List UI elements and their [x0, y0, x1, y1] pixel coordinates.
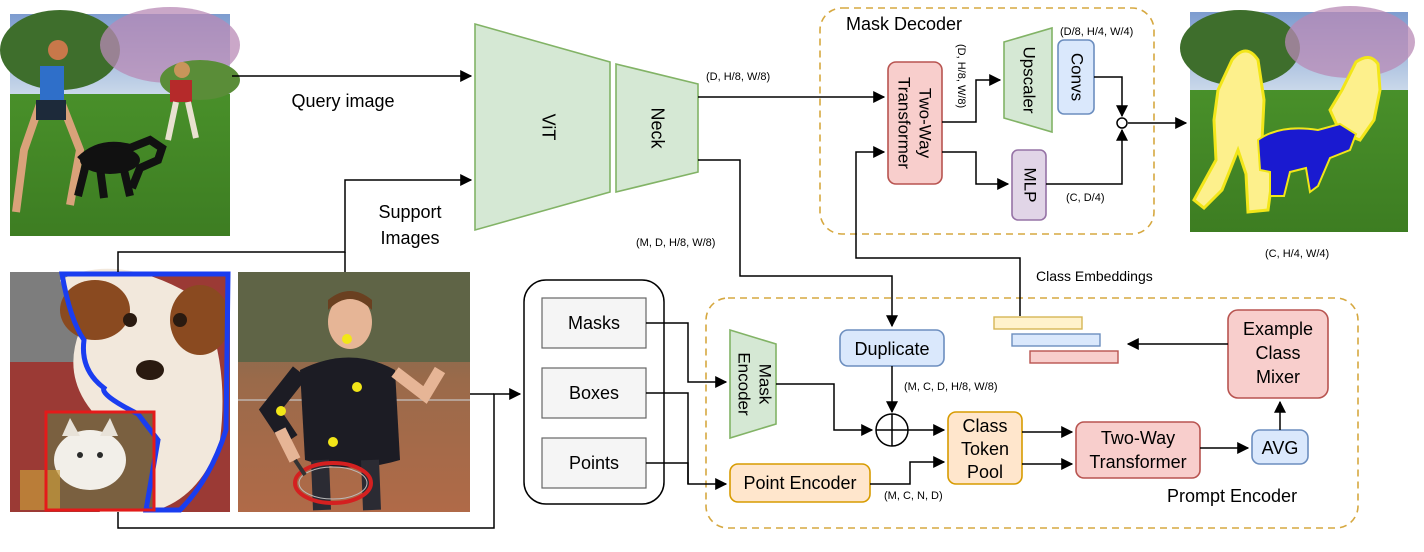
neck-label: Neck [647, 107, 667, 149]
masks-to-encoder-arrow [646, 322, 728, 388]
masks-prompt [541, 297, 647, 349]
mlp-out-dims: (C, D/4) [1066, 192, 1105, 204]
neck-block [615, 62, 699, 194]
neck-out-dims: (D, H/8, W/8) [706, 71, 770, 83]
mask-encoder-to-sum-arrow [776, 383, 874, 436]
boxes-label: Boxes [569, 383, 619, 403]
avg-label: AVG [1262, 438, 1299, 458]
mixer-line2: Class [1255, 343, 1300, 363]
mask-encoder-line1: Mask [756, 364, 775, 405]
convs-to-product-arrow [1094, 76, 1128, 118]
support-images-label-1: Support [378, 202, 441, 222]
class-embeddings-label: Class Embeddings [1036, 268, 1153, 284]
mask-decoder-group [819, 7, 1155, 235]
class-token-line2: Token [961, 439, 1009, 459]
class-token-pool-block [947, 411, 1023, 485]
support-image-boy [238, 272, 470, 512]
sum-node [875, 413, 909, 447]
mask-decoder-title: Mask Decoder [846, 14, 962, 34]
support-mask-outline [59, 271, 231, 513]
two-way-prompt-line2: Transformer [1089, 452, 1186, 472]
point-prompt [342, 334, 352, 344]
point-encoder-block [729, 463, 871, 503]
support-box-outline [44, 410, 156, 512]
boxes-prompt [541, 367, 647, 419]
two-way-decoder-line2: Transformer [895, 77, 914, 169]
support-image-dog [10, 268, 231, 513]
mask-encoder-block [729, 328, 777, 440]
points-prompt [541, 437, 647, 489]
point-prompt [276, 406, 286, 416]
point-encoder-to-pool-arrow [870, 456, 946, 485]
mask-encoder-line2: Encoder [735, 352, 754, 416]
mlp-label: MLP [1021, 168, 1040, 203]
support-images-label-2: Images [380, 228, 439, 248]
prompt-encoder-title: Prompt Encoder [1167, 486, 1297, 506]
convs-out-dims: (D/8, H/4, W/4) [1060, 26, 1133, 38]
neck-to-duplicate-arrow [698, 159, 898, 328]
transformer-to-upscaler-dims: (D, H/8, W/8) [955, 44, 967, 108]
point-prompt [328, 437, 338, 447]
boxes-to-encoder-arrow [646, 392, 728, 490]
vit-block [474, 22, 611, 232]
two-way-decoder-line1: Two-Way [916, 88, 935, 159]
query-image-label: Query image [291, 91, 394, 111]
point-encoder-label: Point Encoder [743, 473, 856, 493]
convs-label: Convs [1068, 53, 1087, 101]
mixer-line3: Mixer [1256, 367, 1300, 387]
masks-label: Masks [568, 313, 620, 333]
class-token-line3: Pool [967, 462, 1003, 482]
points-label: Points [569, 453, 619, 473]
dog-mask [1256, 122, 1358, 197]
mixer-line1: Example [1243, 319, 1313, 339]
product-node [1116, 117, 1128, 129]
support-to-prompts-arrow [117, 388, 522, 529]
points-to-encoder-arrow [646, 462, 689, 484]
two-way-transformer-prompt [1075, 421, 1201, 479]
two-way-prompt-line1: Two-Way [1101, 428, 1175, 448]
vit-label: ViT [538, 114, 558, 141]
point-prompt [352, 382, 362, 392]
embeddings-to-transformer-arrow [855, 146, 1021, 316]
mlp-block [1011, 149, 1047, 221]
mlp-to-product-arrow [1046, 128, 1128, 185]
point-enc-dims: (M, C, N, D) [884, 490, 943, 502]
prompt-encoder-group [705, 297, 1359, 529]
duplicate-label: Duplicate [854, 339, 929, 359]
transformer-to-mlp-arrow [942, 151, 1010, 190]
transformer-to-upscaler-arrow [942, 74, 1002, 123]
neck-support-dims: (M, D, H/8, W/8) [636, 237, 715, 249]
duplicate-out-dims: (M, C, D, H/8, W/8) [904, 381, 998, 393]
two-way-transformer-decoder [887, 61, 943, 185]
query-image [0, 7, 240, 236]
class-token-line1: Class [962, 416, 1007, 436]
example-class-mixer-block [1227, 309, 1329, 399]
upscaler-block [1003, 26, 1053, 134]
final-out-dims: (C, H/4, W/4) [1265, 248, 1329, 260]
upscaler-label: Upscaler [1020, 46, 1039, 113]
output-image [1180, 6, 1415, 232]
class-embeddings-stack [993, 316, 1119, 364]
